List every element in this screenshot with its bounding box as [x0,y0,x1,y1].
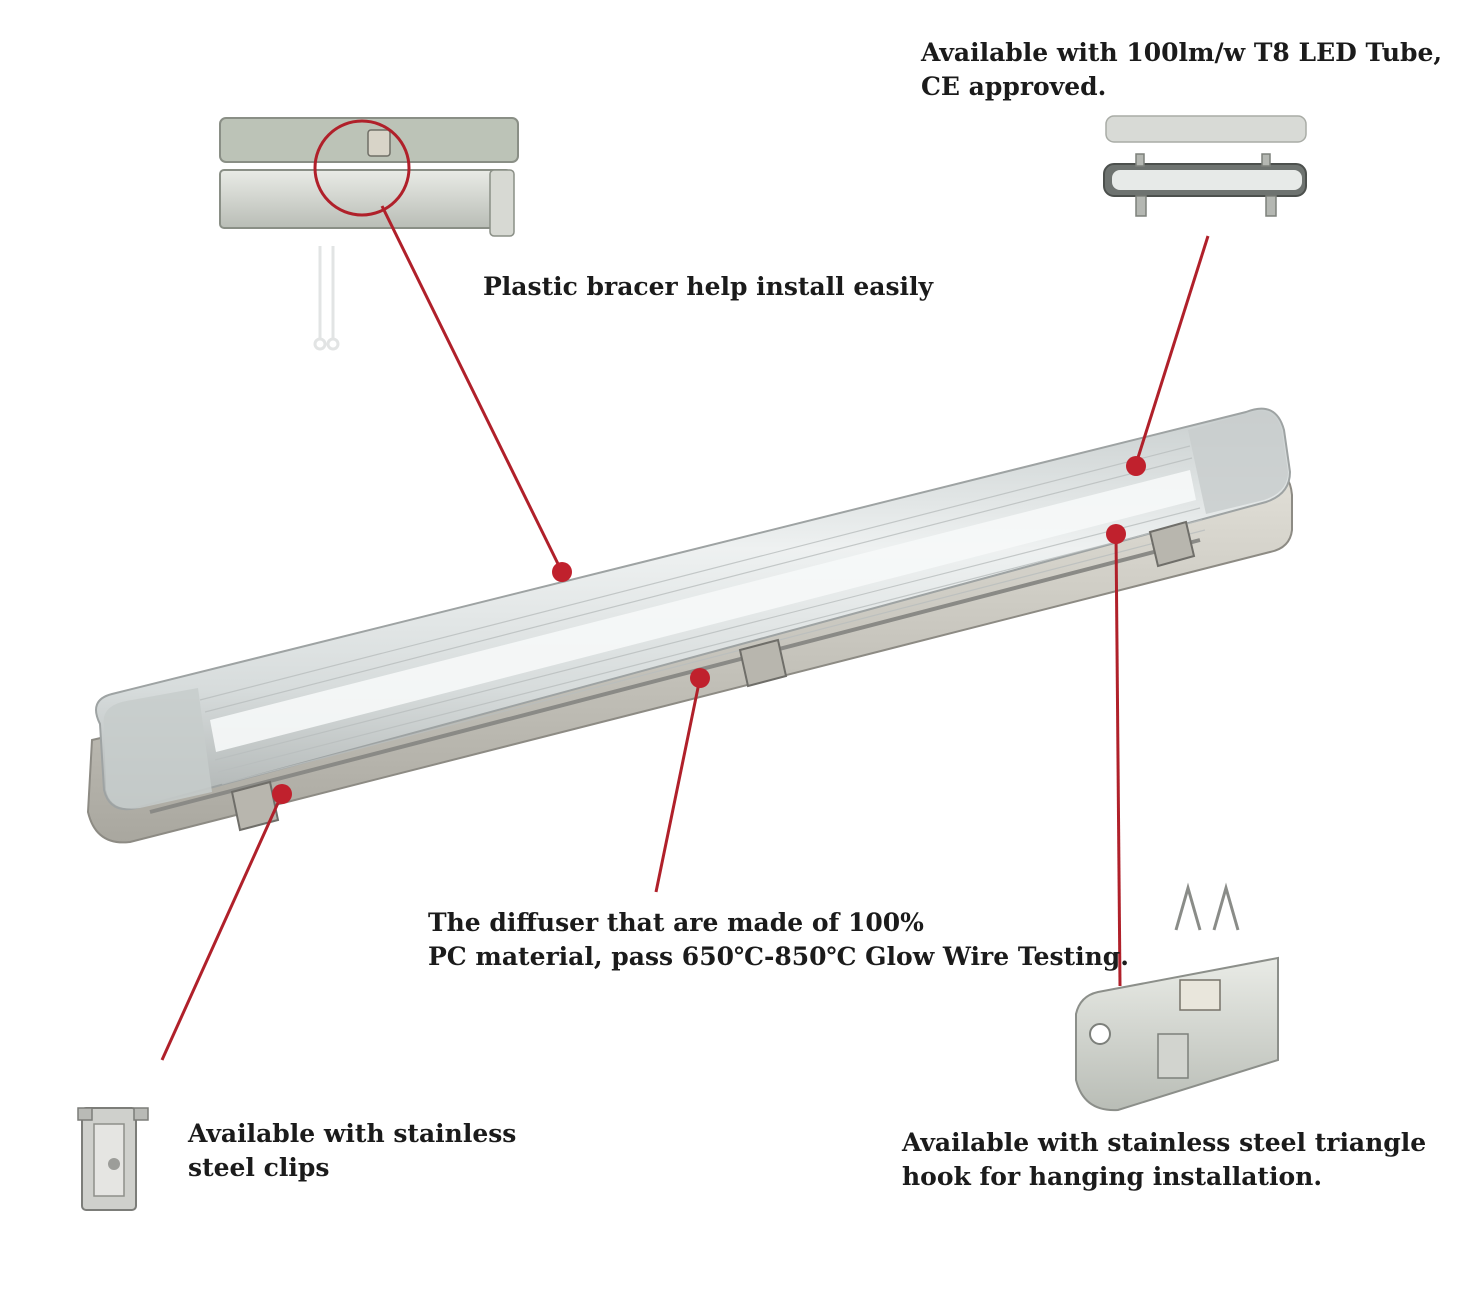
marker-dots [272,456,1146,804]
callout-steel-clips: Available with stainless steel clips [188,1117,516,1185]
callout-diffuser-line-1: The diffuser that are made of 100% [428,908,924,937]
bracer-detail-photo [219,117,519,351]
light-fixture-icon [86,407,1293,844]
leader-line-bracer [380,205,564,573]
marker-dot-hook [1106,524,1126,544]
triangle-hook-photo [1075,882,1279,1112]
marker-dot-clips [272,784,292,804]
marker-dot-bracer [552,562,572,582]
leader-line-tube [1134,235,1210,465]
leader-line-hook [1114,533,1122,987]
callout-plastic-bracer: Plastic bracer help install easily [483,270,933,304]
steel-clip-photo [77,1107,149,1211]
marker-dot-tube [1126,456,1146,476]
led-tube-photo [1103,115,1307,217]
callout-triangle-hook-line-2: hook for hanging installation. [902,1162,1323,1191]
callout-triangle-hook: Available with stainless steel triangle … [902,1126,1426,1194]
callout-steel-clips-line-2: steel clips [188,1153,330,1182]
callout-plastic-bracer-line-1: Plastic bracer help install easily [483,272,934,301]
callout-steel-clips-line-1: Available with stainless [188,1119,517,1148]
leader-line-diffuser [654,677,702,893]
callout-led-tube-line-2: CE approved. [921,72,1107,101]
marker-dot-diffuser [690,668,710,688]
callout-triangle-hook-line-1: Available with stainless steel triangle [902,1128,1427,1157]
callout-diffuser: The diffuser that are made of 100% PC ma… [428,906,1129,974]
leader-lines [160,205,1210,1061]
leader-line-clips [160,793,284,1061]
callout-led-tube: Available with 100lm/w T8 LED Tube, CE a… [921,36,1442,104]
callout-led-tube-line-1: Available with 100lm/w T8 LED Tube, [921,38,1443,67]
callout-diffuser-line-2: PC material, pass 650℃-850℃ Glow Wire Te… [428,942,1129,971]
